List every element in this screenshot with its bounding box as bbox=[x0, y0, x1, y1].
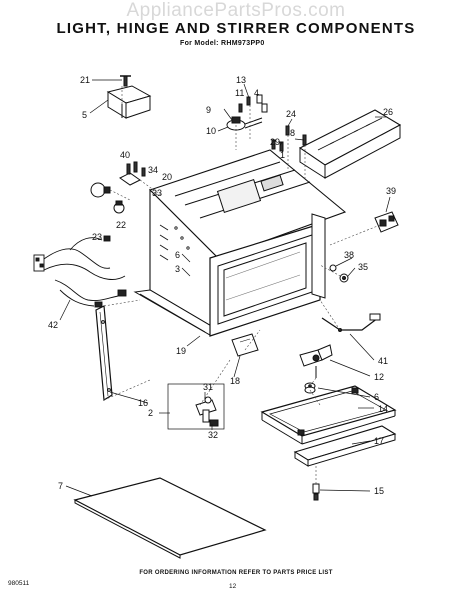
panel-part-18 bbox=[231, 333, 259, 357]
callout-40: 40 bbox=[120, 150, 130, 160]
callout-32: 32 bbox=[208, 430, 218, 440]
callout-41: 41 bbox=[378, 356, 388, 366]
callout-26: 26 bbox=[383, 107, 393, 117]
callout-2: 2 bbox=[148, 408, 153, 418]
callout-3: 3 bbox=[175, 264, 180, 274]
callout-17: 17 bbox=[374, 436, 384, 446]
watermark: AppliancePartsPros.com bbox=[126, 0, 346, 21]
callout-20: 20 bbox=[162, 172, 172, 182]
callout-18: 18 bbox=[230, 376, 240, 386]
stirrer-fan-part-12 bbox=[299, 344, 333, 378]
bracket-part-5 bbox=[106, 85, 152, 119]
screw-part-11 bbox=[238, 103, 243, 113]
glass-panel-part-7 bbox=[73, 477, 267, 559]
callout-23: 23 bbox=[92, 232, 102, 242]
lamp-socket-part-40 bbox=[119, 161, 146, 186]
nut-part-38 bbox=[329, 264, 337, 272]
callout-34: 34 bbox=[148, 165, 158, 175]
latch-box-parts-31-32 bbox=[167, 383, 225, 430]
ordering-note: FOR ORDERING INFORMATION REFER TO PARTS … bbox=[139, 570, 333, 576]
callout-38: 38 bbox=[344, 250, 354, 260]
callout-21: 21 bbox=[80, 75, 90, 85]
callout-13: 13 bbox=[236, 75, 246, 85]
callout-35: 35 bbox=[358, 262, 368, 272]
callout-39: 39 bbox=[386, 186, 396, 196]
bushing-part-6 bbox=[304, 382, 316, 394]
wire-harness-part-42 bbox=[33, 235, 127, 308]
sensor-part-41 bbox=[321, 313, 381, 332]
lamp-bulb-part-1 bbox=[90, 182, 125, 214]
model-subtitle: For Model: RHM973PP0 bbox=[180, 40, 265, 47]
oven-cavity bbox=[133, 149, 347, 336]
vent-cover-part-26 bbox=[298, 109, 402, 179]
front-frame bbox=[209, 213, 326, 337]
callout-42: 42 bbox=[48, 320, 58, 330]
callout-10: 10 bbox=[206, 126, 216, 136]
screw-part-13 bbox=[246, 96, 251, 106]
callout-9: 9 bbox=[206, 105, 211, 115]
tray-part-14 bbox=[260, 385, 397, 445]
trim-strip-part-17 bbox=[293, 425, 397, 467]
callout-12: 12 bbox=[374, 372, 384, 382]
document-code: 980511 bbox=[8, 580, 30, 587]
callout-5: 5 bbox=[82, 110, 87, 120]
foot-part-15 bbox=[312, 483, 320, 501]
callout-31: 31 bbox=[203, 382, 213, 392]
callout-labels: 21 5 13 11 4 9 10 24 8 26 29 1 40 34 20 … bbox=[48, 75, 396, 496]
callout-6-lower: 6 bbox=[374, 392, 379, 402]
diagram-title: LIGHT, HINGE AND STIRRER COMPONENTS bbox=[56, 20, 416, 37]
page-number: 12 bbox=[229, 583, 237, 590]
callout-1: 1 bbox=[280, 150, 285, 160]
hinge-part-16 bbox=[95, 305, 113, 402]
callout-11: 11 bbox=[235, 88, 244, 98]
callout-14: 14 bbox=[378, 404, 388, 414]
callout-8: 8 bbox=[290, 128, 295, 138]
callout-6-upper: 6 bbox=[175, 250, 180, 260]
screw-part-21 bbox=[120, 75, 131, 87]
screws-part-24 bbox=[271, 125, 290, 152]
callout-24: 24 bbox=[286, 109, 296, 119]
clip-part-4 bbox=[256, 94, 268, 113]
callout-29: 29 bbox=[270, 137, 280, 147]
callout-7: 7 bbox=[58, 481, 63, 491]
leader-lines bbox=[59, 79, 391, 497]
thermal-cutout-part-9 bbox=[226, 116, 263, 131]
callout-22: 22 bbox=[116, 220, 126, 230]
callout-4: 4 bbox=[254, 88, 259, 98]
callout-16: 16 bbox=[138, 398, 148, 408]
callout-19: 19 bbox=[176, 346, 186, 356]
callout-15: 15 bbox=[374, 486, 384, 496]
callout-33: 33 bbox=[152, 188, 162, 198]
switch-part-39 bbox=[374, 211, 399, 233]
